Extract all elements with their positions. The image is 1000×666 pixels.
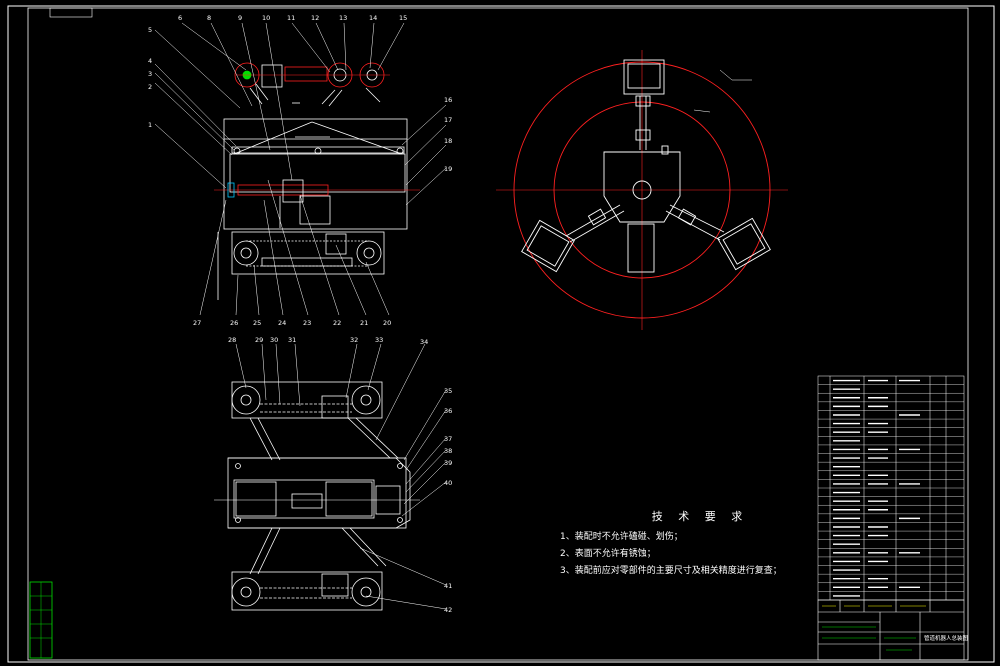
plan-view xyxy=(214,381,420,611)
callout-27: 27 xyxy=(193,319,201,327)
callout-4: 4 xyxy=(148,57,152,65)
end-view xyxy=(496,50,788,330)
callout-2: 2 xyxy=(148,83,152,91)
callout-26: 26 xyxy=(230,319,238,327)
requirement-1: 1、装配时不允许磕碰、划伤； xyxy=(560,532,683,542)
callout-6: 6 xyxy=(178,14,182,22)
callout-18: 18 xyxy=(444,137,452,145)
corner-box xyxy=(49,7,93,18)
callout-15: 15 xyxy=(399,14,407,22)
callout-14: 14 xyxy=(369,14,377,22)
callout-36: 36 xyxy=(444,407,452,415)
callout-13: 13 xyxy=(339,14,347,22)
callout-33: 33 xyxy=(375,336,383,344)
callout-30: 30 xyxy=(270,336,278,344)
callout-10: 10 xyxy=(262,14,270,22)
callout-labels-top: 6 8 9 10 11 12 13 14 15 1 2 3 4 5 16 17 … xyxy=(148,14,452,173)
callout-22: 22 xyxy=(333,319,341,327)
title-block xyxy=(817,599,965,661)
callout-32: 32 xyxy=(350,336,358,344)
callout-23: 23 xyxy=(303,319,311,327)
callout-24: 24 xyxy=(278,319,286,327)
parts-list-entries xyxy=(833,379,920,597)
callout-35: 35 xyxy=(444,387,452,395)
technical-requirements: 技 术 要 求 1、装配时不允许磕碰、划伤； 2、表面不允许有锈蚀； 3、装配前… xyxy=(560,508,810,580)
callout-3: 3 xyxy=(148,70,152,78)
requirement-3: 3、装配前应对零部件的主要尺寸及相关精度进行复查； xyxy=(560,566,782,576)
callout-8: 8 xyxy=(207,14,211,22)
callouts-top xyxy=(154,22,447,206)
requirement-2: 2、表面不允许有锈蚀； xyxy=(560,549,656,559)
parts-list-rows xyxy=(818,384,964,592)
callouts-mid xyxy=(235,343,447,610)
callouts-bottom xyxy=(199,179,390,316)
side-view-assembly xyxy=(214,62,420,300)
outer-frame xyxy=(7,5,995,663)
inner-frame xyxy=(27,7,969,661)
callout-28: 28 xyxy=(228,336,236,344)
callout-17: 17 xyxy=(444,116,452,124)
callout-9: 9 xyxy=(238,14,242,22)
callout-42: 42 xyxy=(444,606,452,614)
callout-39: 39 xyxy=(444,459,452,467)
callout-25: 25 xyxy=(253,319,261,327)
callout-40: 40 xyxy=(444,479,452,487)
callout-41: 41 xyxy=(444,582,452,590)
callout-29: 29 xyxy=(255,336,263,344)
title-block-fill xyxy=(822,626,916,651)
technical-requirements-title: 技 术 要 求 xyxy=(651,510,749,523)
callout-12: 12 xyxy=(311,14,319,22)
callout-20: 20 xyxy=(383,319,391,327)
callout-5: 5 xyxy=(148,26,152,34)
callout-19: 19 xyxy=(444,165,452,173)
callout-37: 37 xyxy=(444,435,452,443)
title-block-drawing-name: 管道机器人总装图 xyxy=(924,634,969,642)
callout-16: 16 xyxy=(444,96,452,104)
callout-11: 11 xyxy=(287,14,295,22)
callout-labels-mid: 28 29 30 31 32 33 34 35 36 37 38 39 40 4… xyxy=(228,336,452,614)
callout-38: 38 xyxy=(444,447,452,455)
callout-31: 31 xyxy=(288,336,296,344)
callout-21: 21 xyxy=(360,319,368,327)
callout-1: 1 xyxy=(148,121,152,129)
left-binding-strip xyxy=(29,581,53,659)
callout-34: 34 xyxy=(420,338,428,346)
callout-labels-bottom: 27 26 25 24 23 22 21 20 xyxy=(193,319,391,327)
